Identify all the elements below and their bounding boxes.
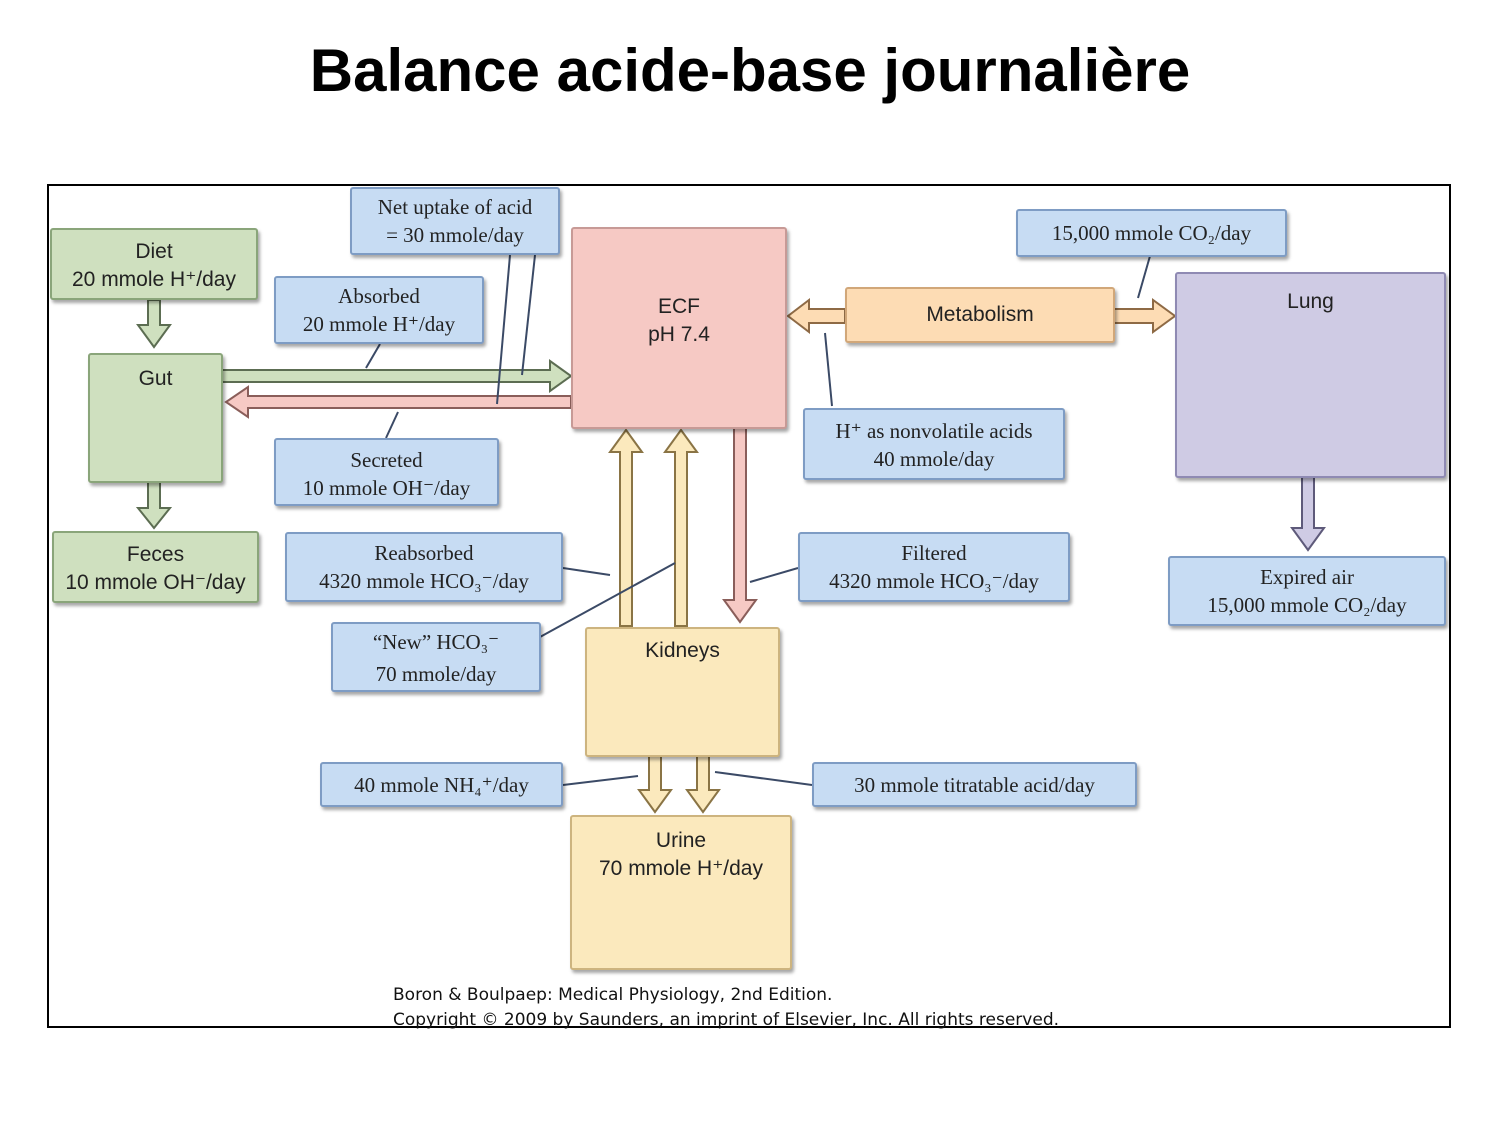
arrow-kidneys-to-urine-left xyxy=(637,755,673,814)
gut-box: Gut xyxy=(88,353,223,483)
co2-metabolism-amount: 15,000 mmole CO₂/day xyxy=(1051,221,1252,245)
co2-metabolism-callout: 15,000 mmole CO₂/day xyxy=(1016,209,1287,257)
urine-box: Urine 70 mmole H⁺/day xyxy=(570,815,792,970)
ecf-ph: pH 7.4 xyxy=(648,323,710,346)
filtered-amount: 4320 mmole HCO₃⁻/day xyxy=(829,569,1039,593)
filtered-label: Filtered xyxy=(901,541,967,565)
leader-nonvolatile xyxy=(824,332,833,407)
metabolism-box: Metabolism xyxy=(845,287,1115,343)
filtered-callout: Filtered 4320 mmole HCO₃⁻/day xyxy=(798,532,1070,602)
nonvolatile-amount: 40 mmole/day xyxy=(873,447,995,471)
leader-reabsorbed xyxy=(562,567,611,576)
ecf-box: ECF pH 7.4 xyxy=(571,227,787,429)
leader-new-hco3 xyxy=(539,562,676,638)
secreted-label: Secreted xyxy=(350,448,423,472)
reabsorbed-label: Reabsorbed xyxy=(374,541,474,565)
ecf-label: ECF xyxy=(658,295,700,318)
feces-amount: 10 mmole OH⁻/day xyxy=(65,571,246,594)
titratable-acid-amount: 30 mmole titratable acid/day xyxy=(854,773,1095,797)
arrow-metabolism-to-lung xyxy=(1112,298,1177,334)
gut-label: Gut xyxy=(138,367,173,390)
arrow-ecf-to-kidneys xyxy=(722,427,758,624)
urine-amount: 70 mmole H⁺/day xyxy=(599,857,763,880)
titratable-acid-callout: 30 mmole titratable acid/day xyxy=(812,762,1137,807)
arrow-gut-to-ecf xyxy=(221,359,573,393)
leader-filtered xyxy=(749,567,799,583)
arrow-lung-to-expired xyxy=(1290,476,1326,552)
diet-amount: 20 mmole H⁺/day xyxy=(72,268,236,291)
expired-air-label: Expired air xyxy=(1260,565,1354,589)
nonvolatile-callout: H⁺ as nonvolatile acids 40 mmole/day xyxy=(803,408,1065,480)
leader-co2 xyxy=(1137,255,1151,299)
arrow-kidneys-to-urine-right xyxy=(685,755,721,814)
arrow-diet-to-gut xyxy=(136,299,172,349)
new-hco3-callout: “New” HCO₃⁻ 70 mmole/day xyxy=(331,622,541,692)
leader-net-uptake-2 xyxy=(521,254,536,376)
expired-air-amount: 15,000 mmole CO₂/day xyxy=(1207,593,1407,617)
absorbed-amount: 20 mmole H⁺/day xyxy=(302,312,456,336)
reabsorbed-amount: 4320 mmole HCO₃⁻/day xyxy=(319,569,529,593)
net-uptake-amount: = 30 mmole/day xyxy=(386,223,524,247)
arrow-kidneys-to-ecf-new xyxy=(663,428,699,627)
nh4-callout: 40 mmole NH₄⁺/day xyxy=(320,762,563,807)
leader-titratable xyxy=(714,771,813,786)
lung-box: Lung xyxy=(1175,272,1446,478)
urine-label: Urine xyxy=(655,829,707,852)
arrow-metabolism-to-ecf xyxy=(786,297,846,335)
feces-box: Feces 10 mmole OH⁻/day xyxy=(52,531,259,603)
leader-nh4 xyxy=(562,775,639,786)
new-hco3-label: “New” HCO₃⁻ xyxy=(372,630,500,654)
secreted-callout: Secreted 10 mmole OH⁻/day xyxy=(274,438,499,506)
secreted-amount: 10 mmole OH⁻/day xyxy=(302,476,471,500)
slide-title: Balance acide-base journalière xyxy=(309,37,1191,104)
reabsorbed-callout: Reabsorbed 4320 mmole HCO₃⁻/day xyxy=(285,532,563,602)
feces-label: Feces xyxy=(126,543,185,566)
arrow-ecf-to-gut xyxy=(224,385,572,419)
net-uptake-label: Net uptake of acid xyxy=(377,195,533,219)
leader-secreted xyxy=(385,411,399,439)
source-credit: Boron & Boulpaep: Medical Physiology, 2n… xyxy=(393,985,833,1005)
nh4-amount: 40 mmole NH₄⁺/day xyxy=(354,773,529,797)
arrow-kidneys-to-ecf-reabsorbed xyxy=(608,428,644,627)
copyright-notice: Copyright © 2009 by Saunders, an imprint… xyxy=(393,1010,1060,1030)
kidneys-label: Kidneys xyxy=(645,639,720,662)
lung-label: Lung xyxy=(1287,290,1334,313)
metabolism-label: Metabolism xyxy=(926,303,1034,326)
kidneys-box: Kidneys xyxy=(585,627,780,757)
absorbed-callout: Absorbed 20 mmole H⁺/day xyxy=(274,276,484,344)
leader-absorbed xyxy=(365,343,381,369)
nonvolatile-label: H⁺ as nonvolatile acids xyxy=(835,419,1033,443)
net-uptake-callout: Net uptake of acid = 30 mmole/day xyxy=(350,187,560,255)
diet-label: Diet xyxy=(135,240,173,263)
absorbed-label: Absorbed xyxy=(338,284,420,308)
expired-air-callout: Expired air 15,000 mmole CO₂/day xyxy=(1168,556,1446,626)
new-hco3-amount: 70 mmole/day xyxy=(375,662,497,686)
arrow-gut-to-feces xyxy=(135,481,173,530)
diet-box: Diet 20 mmole H⁺/day xyxy=(50,228,258,300)
leader-net-uptake-1 xyxy=(496,254,511,405)
